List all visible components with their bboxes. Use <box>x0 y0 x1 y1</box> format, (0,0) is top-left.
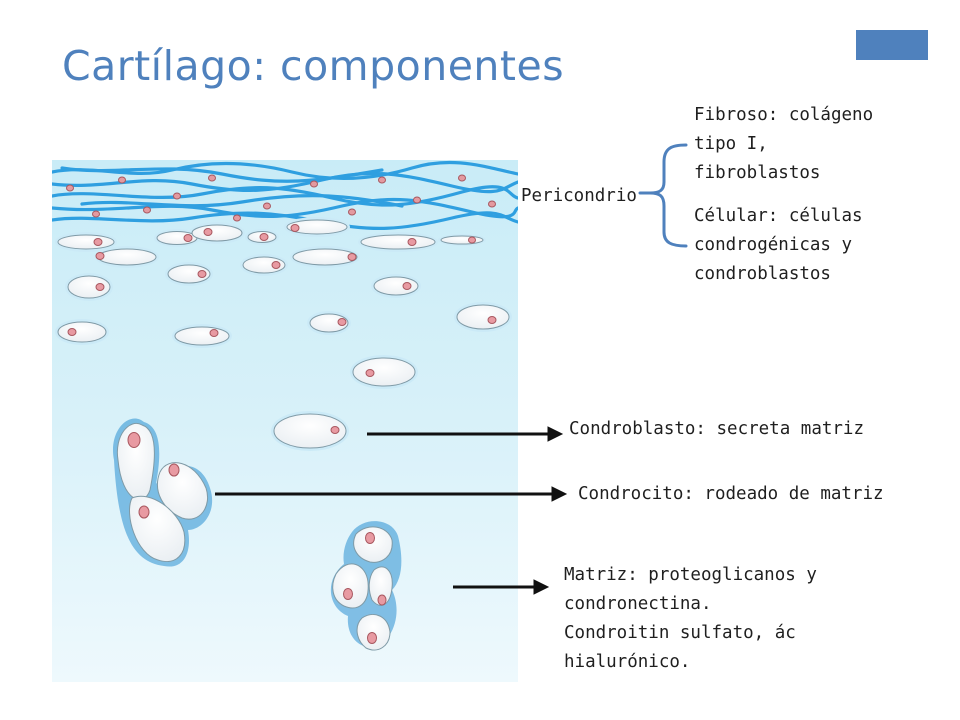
condrocito-label: Condrocito: rodeado de matriz <box>578 484 884 504</box>
chondrocyte-group-1 <box>112 418 213 567</box>
fibroso-label: Fibroso: colágeno tipo I, fibroblastos <box>694 105 874 183</box>
cartilage-illustration <box>52 160 518 682</box>
chondrocyte-group-2 <box>330 521 402 651</box>
pericondrio-bracket <box>638 143 688 248</box>
pericondrio-label: Pericondrio <box>521 186 637 206</box>
chondroblast-cells <box>55 217 512 451</box>
matriz-label: Matriz: proteoglicanos y condronectina. … <box>564 565 817 672</box>
celular-label: Célular: células condrogénicas y condrob… <box>694 206 863 284</box>
fibroblast-nuclei <box>66 174 496 222</box>
accent-box <box>856 30 928 60</box>
condroblasto-label: Condroblasto: secreta matriz <box>569 419 865 439</box>
slide-title: Cartílago: componentes <box>62 42 565 90</box>
perichondrium-fibers <box>52 160 518 230</box>
